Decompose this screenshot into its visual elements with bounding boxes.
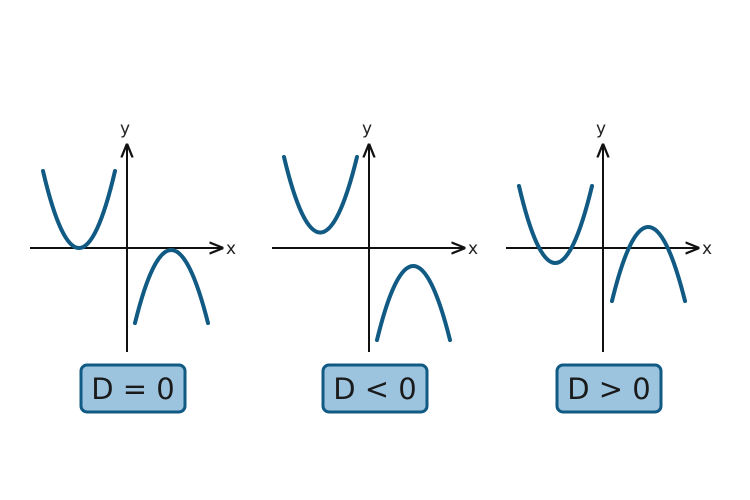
y-axis-label: y <box>596 119 606 139</box>
badge-box <box>79 363 187 414</box>
discriminant-badge: D < 0 <box>333 372 417 406</box>
badge-box <box>555 363 663 414</box>
x-axis-label: x <box>702 239 712 259</box>
x-axis-label: x <box>468 239 478 259</box>
x-axis-label: x <box>226 239 236 259</box>
upward-parabola-curve <box>41 169 117 250</box>
downward-parabola-curve <box>610 225 687 303</box>
upward-parabola-curve <box>517 184 594 265</box>
discriminant-badge: D = 0 <box>91 372 175 406</box>
badge-box <box>321 363 429 414</box>
downward-parabola-curve <box>133 248 210 325</box>
y-axis-label: y <box>120 119 130 139</box>
y-axis-label: y <box>362 119 372 139</box>
discriminant-badge: D > 0 <box>567 372 651 406</box>
panel-d-greater-than-zero: x y D > 0 <box>506 119 712 414</box>
upward-parabola-curve <box>282 155 359 235</box>
panel-d-less-than-zero: x y D < 0 <box>272 119 478 414</box>
downward-parabola-curve <box>375 264 452 342</box>
panel-d-equals-zero: x y D = 0 <box>30 119 236 414</box>
